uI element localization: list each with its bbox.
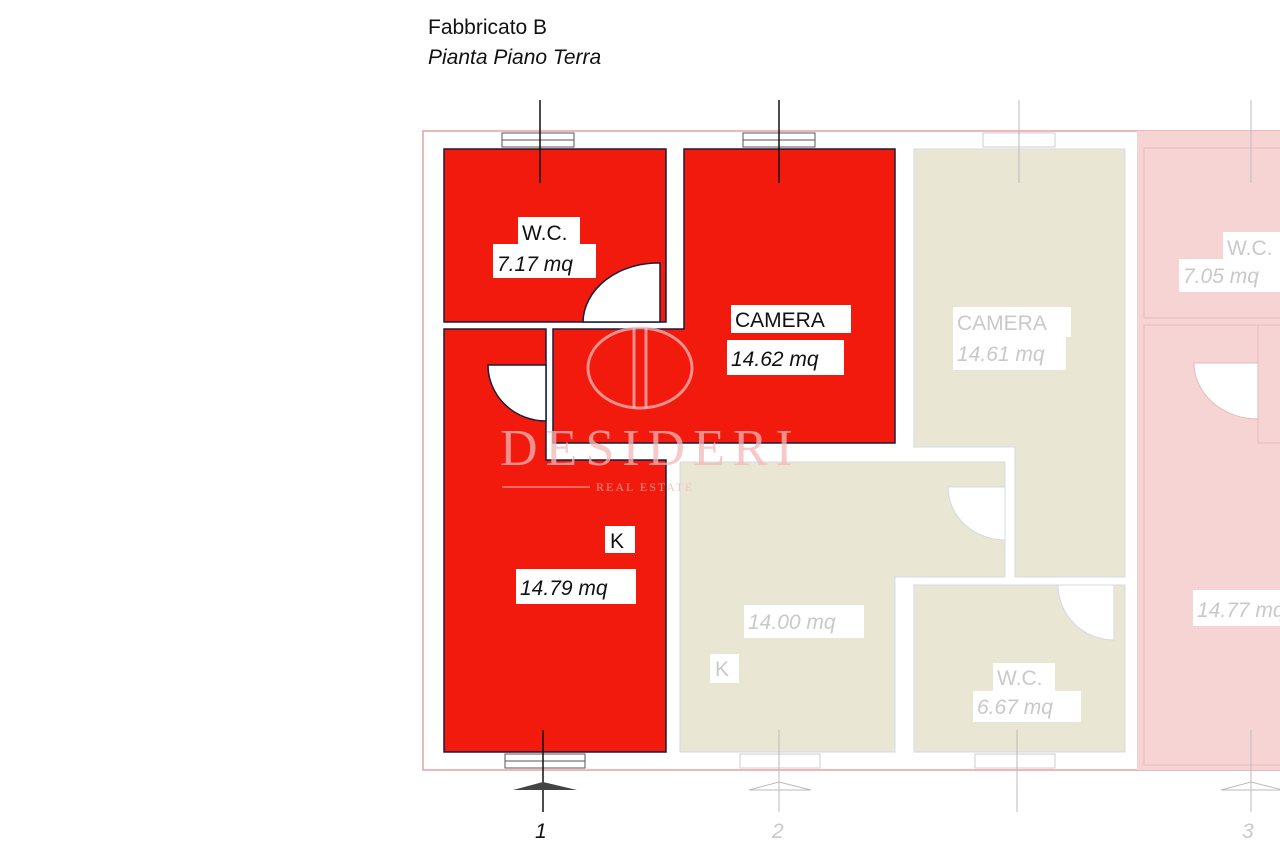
room-area: 7.05 mq (1183, 265, 1259, 288)
room-area: 7.17 mq (497, 253, 573, 276)
room-name: CAMERA (735, 309, 825, 332)
door-wc (582, 262, 661, 323)
room-k (443, 328, 667, 753)
axis-marker-1: 1 (535, 820, 547, 843)
watermark-logo: DESIDERI REAL ESTATE (500, 326, 801, 494)
svg-text:REAL ESTATE: REAL ESTATE (596, 480, 694, 494)
room-area: 14.79 mq (520, 577, 608, 600)
door-k (487, 364, 547, 422)
room-area: 14.77 mq (1197, 599, 1280, 622)
room-area: 14.62 mq (731, 348, 819, 371)
room-name: W.C. (522, 222, 568, 245)
plan-title: Pianta Piano Terra (428, 46, 601, 69)
room-name: W.C. (1227, 237, 1273, 260)
room-area: 14.61 mq (957, 343, 1045, 366)
room-area: 14.00 mq (748, 611, 836, 634)
room-area: 6.67 mq (977, 696, 1053, 719)
room-name: W.C. (997, 667, 1043, 690)
section-axes: 1 2 3 (513, 100, 1280, 843)
room-name: K (715, 658, 729, 681)
room-name: CAMERA (957, 312, 1047, 335)
room-name: K (610, 530, 624, 553)
unit-pink (1137, 131, 1280, 770)
building-title: Fabbricato B (428, 16, 547, 39)
axis-marker-2: 2 (771, 820, 784, 843)
axis-marker-3: 3 (1242, 820, 1254, 843)
svg-text:DESIDERI: DESIDERI (500, 420, 801, 477)
